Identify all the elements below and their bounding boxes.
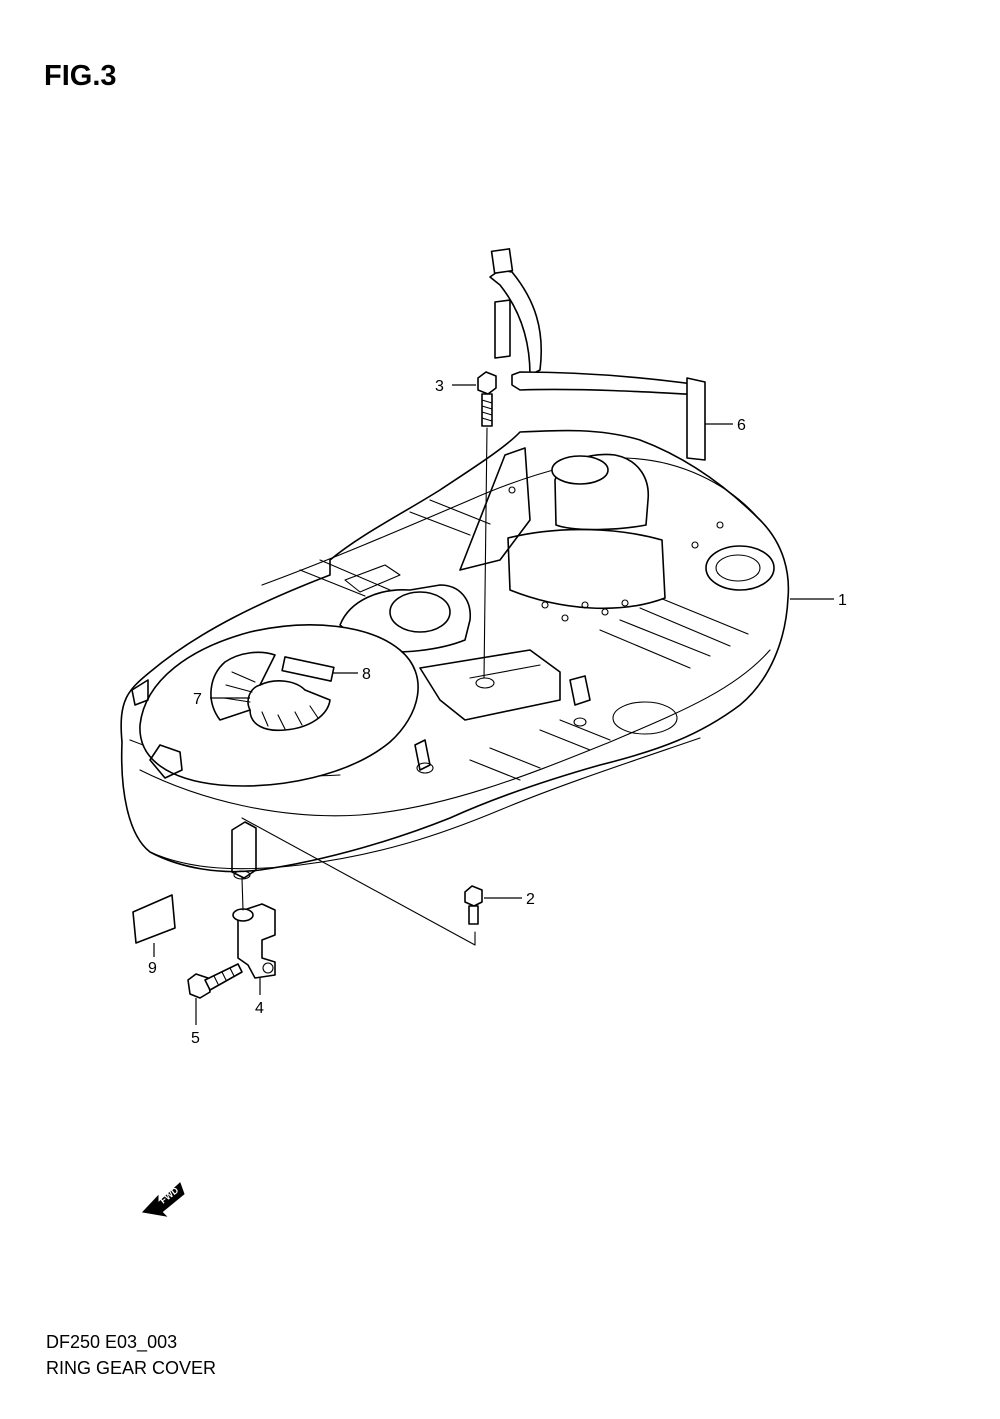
bolt-part-3 — [477, 371, 497, 427]
screw-part-5 — [187, 963, 243, 999]
callout-3: 3 — [435, 378, 444, 395]
diagram-code: DF250 E03_003 — [46, 1332, 178, 1352]
callout-4: 4 — [255, 1000, 264, 1017]
strap-bracket-part — [489, 248, 706, 461]
clamp-holder-part — [232, 903, 276, 979]
callout-1: 1 — [838, 592, 847, 609]
ring-gear-cover-part — [120, 429, 790, 880]
callout-8: 8 — [362, 666, 371, 683]
callout-9: 9 — [148, 960, 157, 977]
callout-7: 7 — [193, 691, 202, 708]
fwd-arrow-icon: FWD — [142, 1182, 185, 1217]
diagram-caption: RING GEAR COVER — [46, 1358, 217, 1378]
callout-6: 6 — [737, 417, 746, 434]
figure-title: FIG.3 — [44, 60, 117, 92]
leader-lines — [241, 427, 488, 946]
bolt-part-2 — [464, 885, 483, 925]
callout-lines — [153, 384, 834, 1025]
callout-5: 5 — [191, 1030, 200, 1047]
callout-2: 2 — [526, 891, 535, 908]
pad-part-9 — [132, 894, 176, 944]
